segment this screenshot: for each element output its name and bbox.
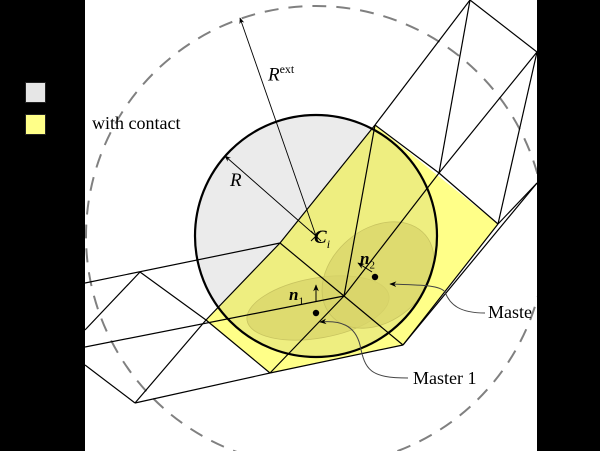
sphere-outline [193, 113, 439, 359]
n2-label: n2 [360, 249, 375, 272]
n2-arrow [357, 262, 373, 273]
r-ext-label: Rext [268, 62, 295, 86]
legend-swatch-sphere [25, 82, 46, 103]
r-arrow [224, 155, 317, 237]
r-ext-arrow [239, 17, 317, 237]
master1-label: Master 1 [413, 368, 477, 388]
master2-label: Maste [488, 302, 532, 322]
r-label: R [230, 170, 242, 191]
legend-swatch-contact [25, 114, 46, 135]
legend-label-contact: with contact [92, 113, 181, 133]
outer-radius-circle [85, 5, 537, 451]
master1-point [312, 309, 320, 317]
master1-leader [319, 318, 409, 379]
center-label: Ci [314, 227, 331, 251]
master2-point [371, 273, 379, 281]
mesh [85, 0, 537, 404]
master2-leader [389, 281, 486, 314]
n1-label: n1 [289, 285, 304, 308]
